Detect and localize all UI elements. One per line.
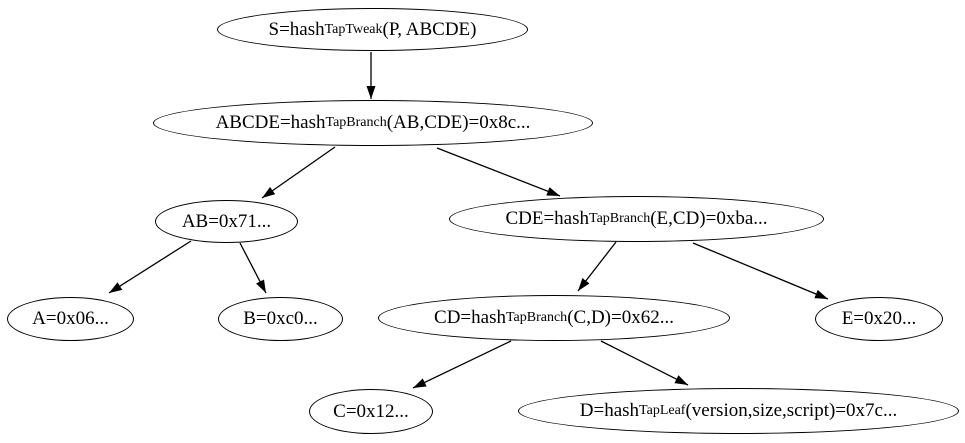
node-branch-ab: AB=0x71... (155, 200, 298, 243)
node-branch-abcde-label: ABCDE=hash (215, 112, 326, 133)
edge-ABCDE-CDE (436, 147, 561, 197)
node-branch-cd-args: (C,D)=0x62... (567, 307, 674, 328)
edge-ABCDE-AB (261, 146, 336, 199)
node-leaf-a-label: A=0x06... (32, 308, 109, 329)
node-branch-cd-subscript: TapBranch (505, 310, 568, 325)
node-leaf-b: B=0xc0... (218, 297, 343, 341)
node-branch-ab-label: AB=0x71... (181, 210, 272, 232)
node-branch-cde-subscript: TapBranch (589, 211, 651, 226)
edge-AB-B (239, 242, 267, 294)
edge-CD-C (412, 340, 512, 389)
node-branch-cde-label: CDE=hash (505, 208, 589, 229)
node-leaf-d-label: D=hash (579, 400, 640, 421)
edge-CDE-CD (577, 241, 617, 292)
edge-CD-D (600, 340, 689, 386)
edge-AB-A (108, 240, 192, 294)
node-branch-abcde-args: (AB,CDE)=0x8c... (386, 112, 531, 133)
node-leaf-c-label: C=0x12... (333, 400, 409, 422)
node-leaf-b-label: B=0xc0... (243, 308, 318, 329)
node-branch-abcde-subscript: TapBranch (325, 115, 387, 130)
node-leaf-e-label: E=0x20... (841, 308, 917, 329)
node-tweak-root-subscript: TapTweak (324, 21, 383, 37)
edge-CDE-E (692, 242, 829, 300)
node-leaf-e: E=0x20... (815, 297, 943, 341)
node-branch-cd-label: CD=hash (434, 307, 506, 328)
node-tweak-root-label: S=hash (268, 18, 325, 40)
node-leaf-d-args: (version,size,script)=0x7c... (685, 400, 898, 421)
node-tweak-root-args: (P, ABCDE) (382, 18, 477, 40)
node-branch-cde-args: (E,CD)=0xba... (650, 208, 768, 229)
node-leaf-a: A=0x06... (7, 297, 134, 341)
node-leaf-c: C=0x12... (309, 389, 433, 434)
node-leaf-d-subscript: TapLeaf (639, 403, 686, 418)
